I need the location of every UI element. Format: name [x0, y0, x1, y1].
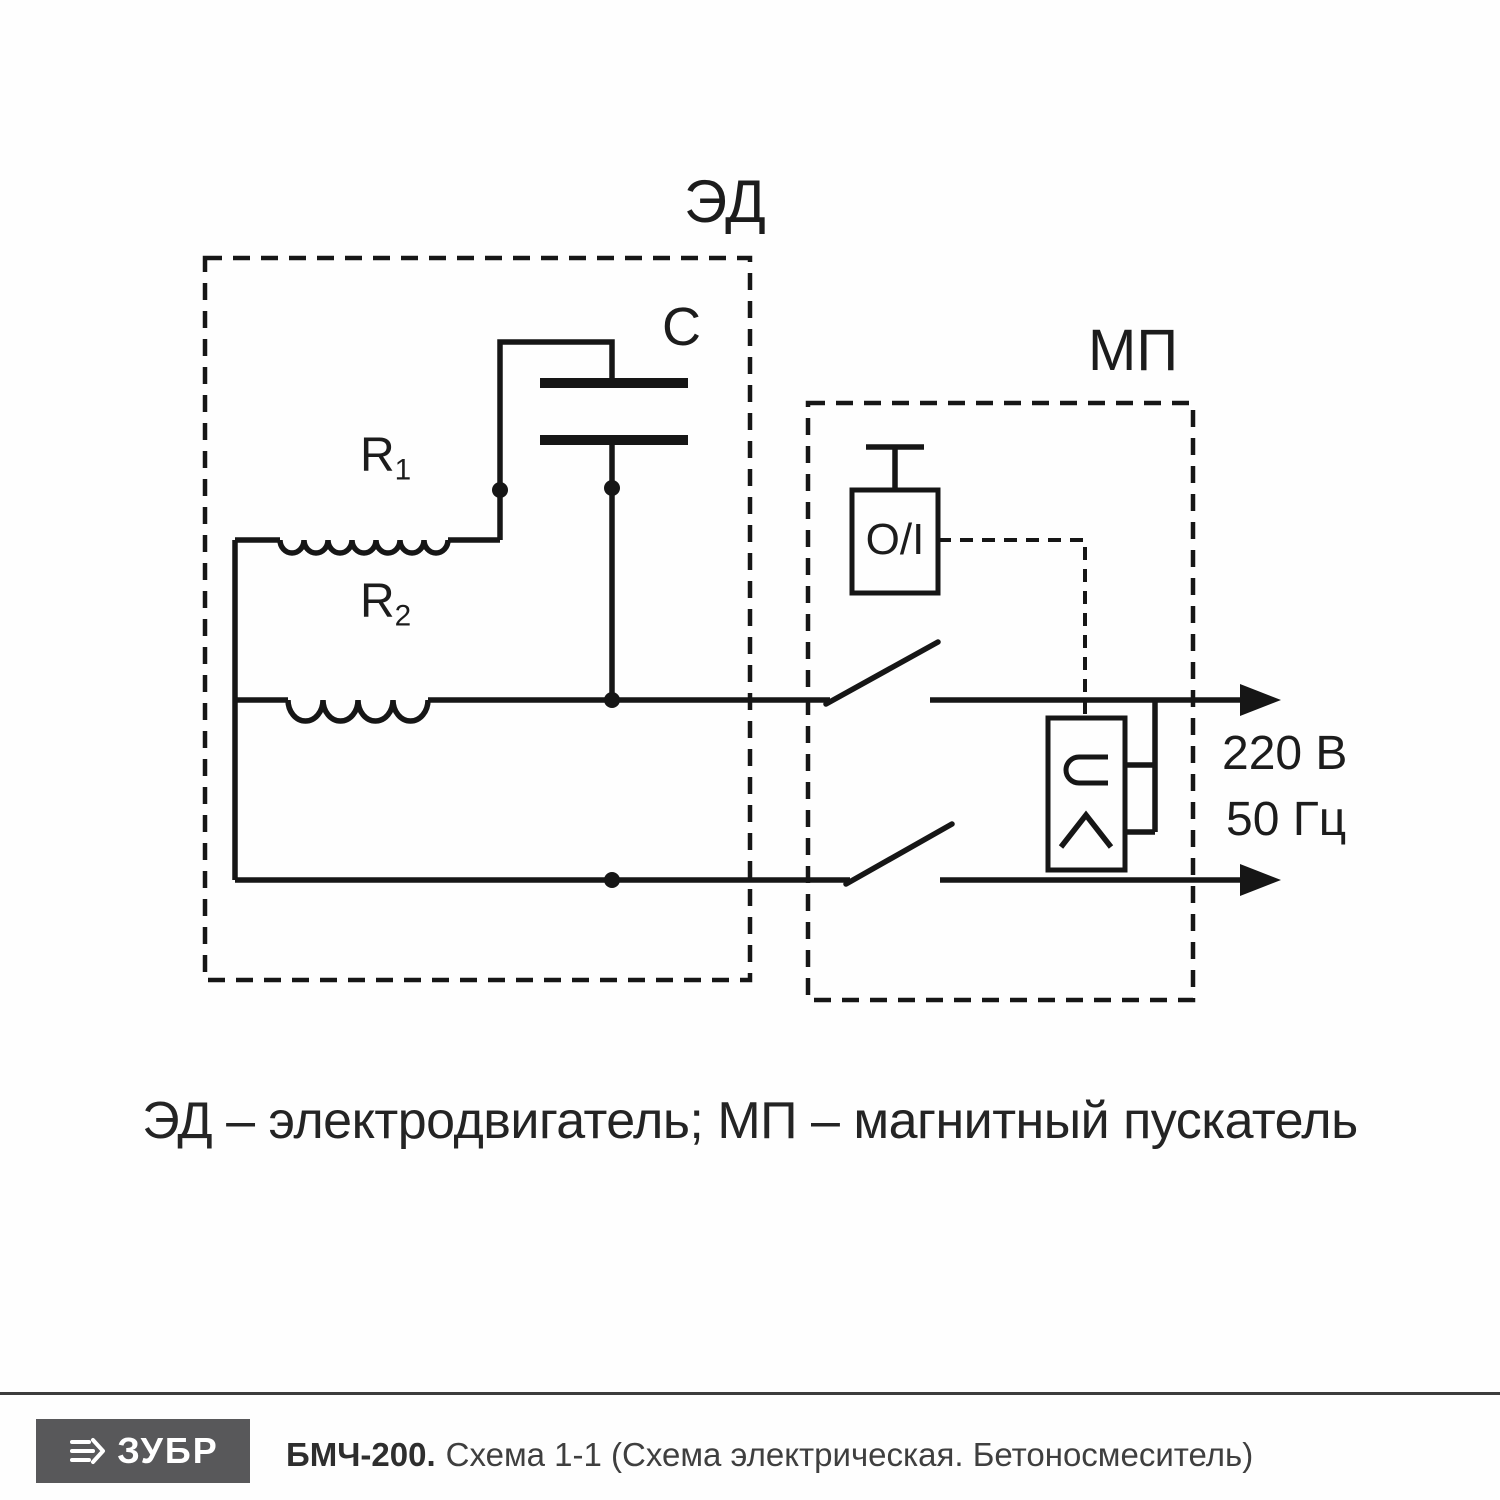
- arrowhead-line1: [1240, 684, 1281, 716]
- scheme-description: Схема 1-1 (Схема электрическая. Бетоносм…: [445, 1436, 1254, 1473]
- motor-dashed-boundary: [202, 255, 753, 983]
- contactor-box: [1045, 715, 1128, 873]
- footer-caption: БМЧ-200.Схема 1-1 (Схема электрическая. …: [286, 1438, 1253, 1471]
- motor-box-label: ЭД: [684, 168, 766, 235]
- start-stop-button-box: [849, 487, 941, 596]
- switch-blade-2: [843, 821, 955, 887]
- junction-dot: [604, 872, 620, 888]
- capacitor-label: C: [662, 297, 701, 357]
- capacitor: [540, 378, 688, 445]
- contactor-chevron-symbol: [1058, 810, 1114, 849]
- winding-r1: [277, 539, 451, 556]
- subscript: 1: [394, 453, 412, 487]
- winding-r2-label: R2: [360, 575, 412, 633]
- frequency-label: 50 Гц: [1226, 793, 1347, 846]
- junction-dot: [604, 480, 620, 496]
- subscript: 2: [394, 599, 412, 633]
- footer-divider: [0, 1392, 1500, 1395]
- start-stop-button-label: O/I: [865, 515, 925, 564]
- arrowhead-line2: [1240, 864, 1281, 896]
- zubr-logo-text: ЗУБР: [117, 1430, 219, 1471]
- winding-r2: [285, 699, 431, 724]
- winding-r1-label: R1: [360, 429, 412, 487]
- junction-dot: [604, 692, 620, 708]
- contactor-coil-symbol: [1063, 754, 1108, 786]
- model-number: БМЧ-200.: [286, 1436, 436, 1473]
- control-link-dashed: [938, 538, 1087, 716]
- zubr-logo: ЗУБР: [36, 1419, 250, 1483]
- legend-caption: ЭД – электродвигатель; МП – магнитный пу…: [142, 1092, 1358, 1150]
- starter-box-label: МП: [1088, 318, 1179, 383]
- junctions-and-arrows: [492, 480, 1281, 896]
- zubr-logo-icon: [70, 1438, 106, 1464]
- voltage-label: 220 В: [1222, 727, 1348, 780]
- junction-dot: [492, 482, 508, 498]
- capacitor-top-lead: [497, 339, 615, 540]
- wires: [232, 339, 1246, 887]
- switch-blade-1: [823, 639, 941, 707]
